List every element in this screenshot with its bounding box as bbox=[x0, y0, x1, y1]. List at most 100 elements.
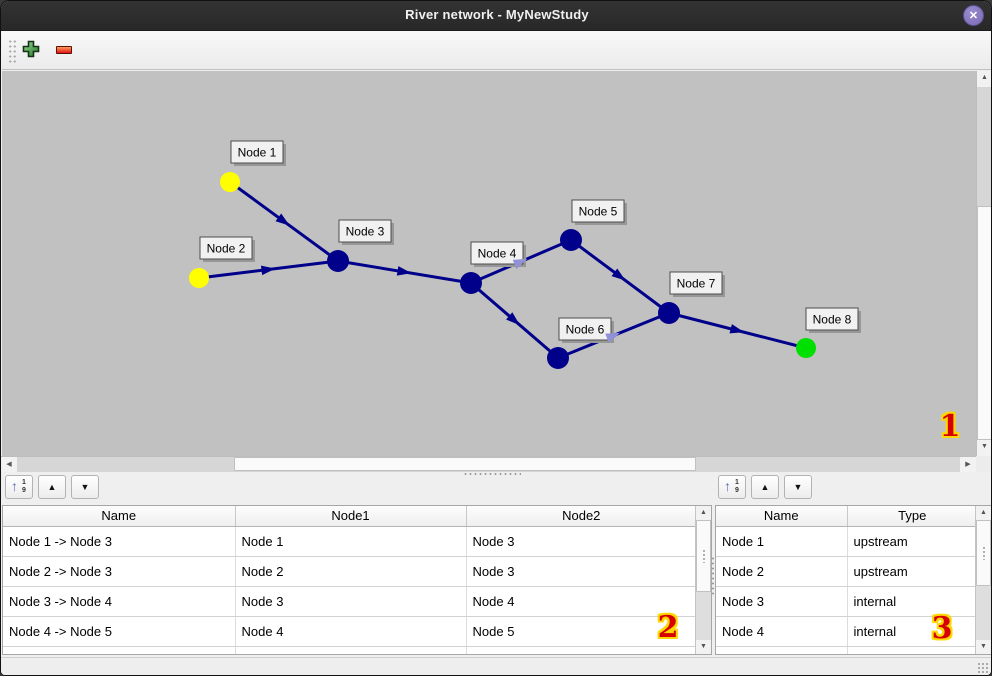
vscroll-thumb[interactable] bbox=[977, 206, 991, 440]
reaches-move-down-button[interactable]: ▼ bbox=[71, 475, 99, 499]
right-arrow-icon: ▶ bbox=[965, 461, 971, 468]
status-strip bbox=[1, 657, 991, 675]
node-label-box[interactable] bbox=[669, 271, 723, 295]
table-cell[interactable] bbox=[3, 646, 236, 654]
add-button[interactable] bbox=[22, 40, 42, 60]
titlebar: River network - MyNewStudy ✕ bbox=[1, 1, 991, 31]
window-resize-grip[interactable] bbox=[977, 662, 989, 674]
node-circle[interactable] bbox=[560, 229, 582, 251]
reaches-table-scrollbar[interactable]: ▲ ▼ bbox=[695, 506, 711, 654]
up-triangle-icon: ▲ bbox=[760, 482, 770, 492]
scroll-left-button[interactable]: ◀ bbox=[1, 457, 17, 472]
table-row[interactable] bbox=[3, 646, 696, 654]
hscroll-thumb[interactable] bbox=[234, 457, 696, 471]
table-cell[interactable]: Node 3 bbox=[716, 586, 848, 617]
node-circle[interactable] bbox=[189, 268, 209, 288]
table-cell[interactable]: internal bbox=[847, 586, 977, 617]
table-cell[interactable]: Node 1 bbox=[235, 526, 467, 557]
table-row[interactable] bbox=[716, 646, 977, 654]
table-vscroll-thumb[interactable] bbox=[696, 520, 711, 592]
table-cell[interactable]: Node 2 bbox=[716, 556, 848, 587]
edge-arrow-icon bbox=[611, 268, 626, 281]
splitter-grip-icon bbox=[463, 473, 521, 475]
node-label-box[interactable] bbox=[338, 219, 392, 243]
table-cell[interactable]: Node 4 bbox=[716, 616, 848, 647]
toolbar-drag-handle[interactable] bbox=[8, 39, 17, 63]
scroll-down-button[interactable]: ▼ bbox=[696, 640, 711, 654]
node-label-box[interactable] bbox=[199, 236, 253, 260]
table-cell[interactable]: Node 4 bbox=[235, 616, 467, 647]
table-cell[interactable]: Node 3 bbox=[466, 556, 696, 587]
table-cell[interactable]: Node 3 bbox=[466, 526, 696, 557]
reaches-sort-button[interactable]: ↑ 1 9 bbox=[5, 475, 33, 499]
table-cell[interactable]: Node 4 -> Node 5 bbox=[3, 616, 236, 647]
node-label-box[interactable] bbox=[558, 317, 612, 341]
canvas-vscrollbar[interactable]: ▲ ▼ bbox=[976, 71, 991, 456]
table-cell[interactable]: Node 3 bbox=[235, 586, 467, 617]
node-label: Node 3 bbox=[346, 225, 385, 239]
window-title: River network - MyNewStudy bbox=[405, 7, 589, 22]
table-cell[interactable]: Node 4 bbox=[466, 586, 696, 617]
down-arrow-icon: ▼ bbox=[700, 643, 707, 650]
column-header[interactable]: Name bbox=[716, 506, 848, 527]
table-cell[interactable]: Node 1 -> Node 3 bbox=[3, 526, 236, 557]
node-circle[interactable] bbox=[327, 250, 349, 272]
node-label-box[interactable] bbox=[230, 140, 284, 164]
table-cell[interactable]: Node 5 bbox=[466, 616, 696, 647]
node-label-box[interactable] bbox=[571, 199, 625, 223]
close-icon: ✕ bbox=[968, 10, 979, 22]
scroll-up-button[interactable]: ▲ bbox=[977, 71, 991, 87]
node-circle[interactable] bbox=[547, 347, 569, 369]
table-cell[interactable] bbox=[466, 646, 696, 654]
column-header[interactable]: Node1 bbox=[235, 506, 467, 527]
table-cell[interactable] bbox=[716, 646, 848, 654]
node-label-box[interactable] bbox=[470, 241, 524, 265]
table-cell[interactable]: Node 2 -> Node 3 bbox=[3, 556, 236, 587]
sort-1-9-icon: ↑ 1 9 bbox=[724, 478, 739, 494]
remove-button[interactable] bbox=[54, 40, 74, 60]
table-cell[interactable]: Node 1 bbox=[716, 526, 848, 557]
nodes-move-down-button[interactable]: ▼ bbox=[784, 475, 812, 499]
nodes-sort-button[interactable]: ↑ 1 9 bbox=[718, 475, 746, 499]
node-label: Node 6 bbox=[566, 323, 605, 337]
nodes-table-scrollbar[interactable]: ▲ ▼ bbox=[975, 506, 991, 654]
scroll-up-button[interactable]: ▲ bbox=[696, 506, 711, 520]
scroll-up-button[interactable]: ▲ bbox=[976, 506, 991, 520]
scroll-down-button[interactable]: ▼ bbox=[977, 440, 991, 456]
table-cell[interactable]: Node 3 -> Node 4 bbox=[3, 586, 236, 617]
reaches-move-up-button[interactable]: ▲ bbox=[38, 475, 66, 499]
column-header[interactable]: Type bbox=[847, 506, 977, 527]
node-circle[interactable] bbox=[460, 272, 482, 294]
nodes-move-up-button[interactable]: ▲ bbox=[751, 475, 779, 499]
node-label: Node 5 bbox=[579, 205, 618, 219]
node-circle[interactable] bbox=[658, 302, 680, 324]
horizontal-splitter[interactable] bbox=[1, 472, 991, 475]
table-cell[interactable]: internal bbox=[847, 616, 977, 647]
table-cell[interactable] bbox=[235, 646, 467, 654]
column-header[interactable]: Name bbox=[3, 506, 236, 527]
table-cell[interactable] bbox=[847, 646, 977, 654]
close-button[interactable]: ✕ bbox=[963, 5, 984, 26]
scroll-right-button[interactable]: ▶ bbox=[960, 457, 976, 472]
scroll-down-button[interactable]: ▼ bbox=[976, 640, 991, 654]
table-cell[interactable]: Node 2 bbox=[235, 556, 467, 587]
table-cell[interactable]: upstream bbox=[847, 526, 977, 557]
node-circle[interactable] bbox=[796, 338, 816, 358]
table-cell[interactable]: upstream bbox=[847, 556, 977, 587]
vertical-splitter[interactable] bbox=[711, 474, 715, 657]
column-header[interactable]: Node2 bbox=[466, 506, 696, 527]
node-circle[interactable] bbox=[220, 172, 240, 192]
table-vscroll-thumb[interactable] bbox=[976, 520, 991, 586]
node-label-box[interactable] bbox=[805, 307, 859, 331]
canvas-hscrollbar[interactable]: ◀ ▶ bbox=[1, 456, 976, 472]
